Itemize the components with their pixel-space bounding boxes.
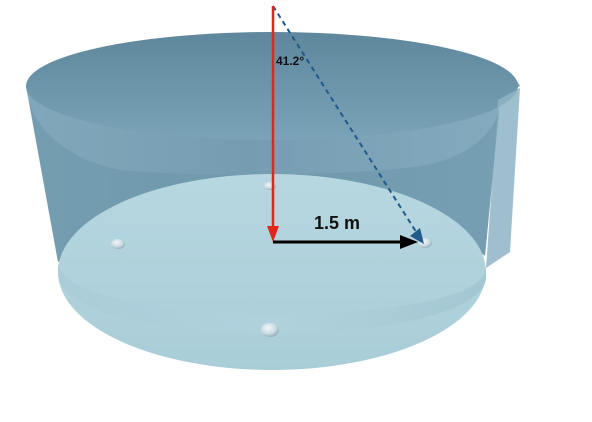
dashed-sightline xyxy=(272,5,421,239)
tank-right-wall xyxy=(486,88,520,268)
angle-label: 41.2° xyxy=(276,54,304,68)
vertical-arrowhead xyxy=(267,226,279,242)
distance-label: 1.5 m xyxy=(314,213,360,233)
tank-front-wall xyxy=(58,262,486,334)
floor-bump-front xyxy=(261,323,279,337)
dashed-sightline-arrowhead xyxy=(410,228,424,244)
radius-arrowhead xyxy=(400,235,418,249)
floor-bump-left xyxy=(111,239,125,249)
